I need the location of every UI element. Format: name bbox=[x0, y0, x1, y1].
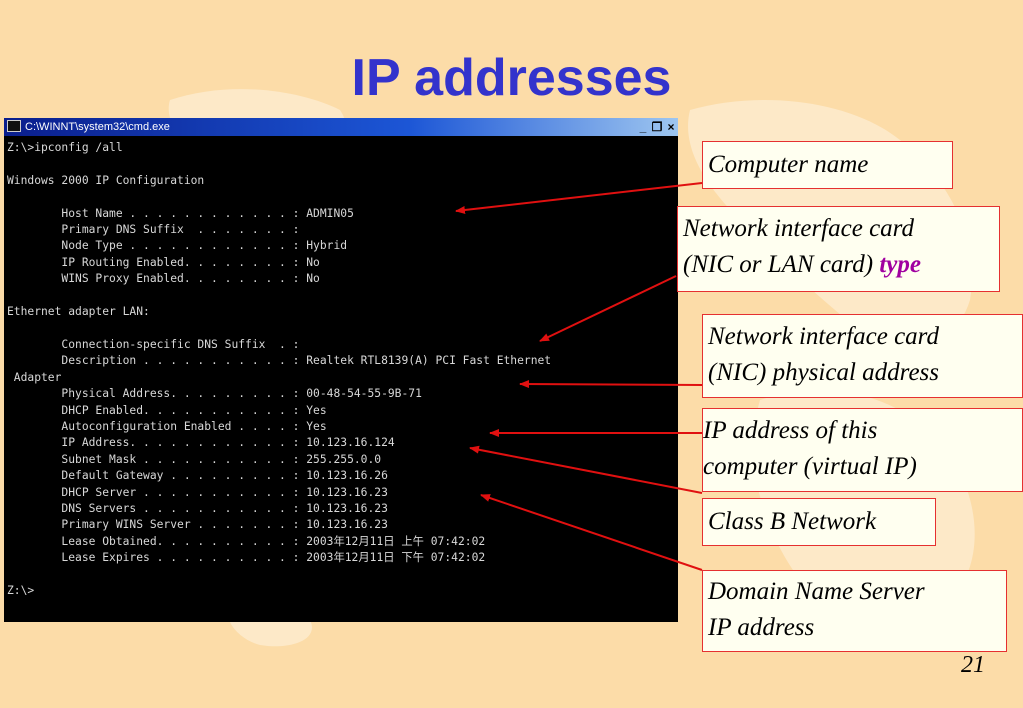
maximize-button[interactable]: ❐ bbox=[651, 120, 663, 134]
console-line: Physical Address. . . . . . . . . : 00-4… bbox=[7, 387, 422, 401]
arrow-dns bbox=[480, 494, 703, 571]
console-line: Host Name . . . . . . . . . . . . : ADMI… bbox=[7, 206, 354, 220]
console-line: DNS Servers . . . . . . . . . . . : 10.1… bbox=[7, 501, 388, 515]
console-line: Subnet Mask . . . . . . . . . . . : 255.… bbox=[7, 452, 382, 466]
callout-nic-type-emphasis: type bbox=[879, 251, 921, 278]
console-line: Connection-specific DNS Suffix . : bbox=[7, 337, 300, 351]
callout-ip-address: IP address of this computer (virtual IP) bbox=[702, 408, 1023, 492]
callout-dns-line1: Domain Name Server bbox=[708, 578, 925, 605]
arrow-class-b bbox=[469, 445, 703, 494]
slide-title: IP addresses bbox=[351, 49, 672, 107]
cmd-app-icon bbox=[7, 120, 21, 132]
callout-nic-physical: Network interface card (NIC) physical ad… bbox=[702, 314, 1023, 398]
console-line: Windows 2000 IP Configuration bbox=[7, 173, 205, 187]
callout-computer-name: Computer name bbox=[702, 141, 953, 189]
callout-computer-name-text: Computer name bbox=[708, 151, 869, 178]
console-line: Z:\>ipconfig /all bbox=[7, 141, 123, 154]
console-line: Lease Expires . . . . . . . . . . : 2003… bbox=[7, 551, 486, 565]
callout-ip-address-line2: computer (virtual IP) bbox=[703, 453, 917, 480]
arrow-nic-type bbox=[539, 275, 677, 342]
console-line: DHCP Enabled. . . . . . . . . . . : Yes bbox=[7, 403, 327, 417]
console-output[interactable]: Z:\>ipconfig /all Windows 2000 IP Config… bbox=[4, 140, 551, 599]
callout-nic-type: Network interface card (NIC or LAN card)… bbox=[677, 206, 1000, 292]
window-titlebar[interactable]: C:\WINNT\system32\cmd.exe _ ❐ × bbox=[4, 118, 678, 136]
arrow-nic-physical bbox=[519, 380, 703, 389]
callout-nic-type-line2: (NIC or LAN card) type bbox=[683, 247, 994, 283]
console-line: Node Type . . . . . . . . . . . . : Hybr… bbox=[7, 239, 348, 253]
close-button[interactable]: × bbox=[667, 120, 675, 134]
page-number: 21 bbox=[961, 652, 985, 678]
console-line: DHCP Server . . . . . . . . . . . : 10.1… bbox=[7, 485, 388, 499]
callout-class-b-text: Class B Network bbox=[708, 508, 877, 535]
callout-class-b: Class B Network bbox=[702, 498, 936, 546]
callout-nic-physical-line2: (NIC) physical address bbox=[708, 359, 939, 386]
callout-nic-type-line1: Network interface card bbox=[683, 215, 914, 242]
console-line: Z:\> bbox=[7, 583, 35, 597]
console-line: Lease Obtained. . . . . . . . . . : 2003… bbox=[7, 534, 486, 548]
window-title: C:\WINNT\system32\cmd.exe bbox=[25, 121, 170, 133]
console-line: IP Routing Enabled. . . . . . . . : No bbox=[7, 255, 320, 269]
minimize-button[interactable]: _ bbox=[639, 120, 647, 134]
console-line: Autoconfiguration Enabled . . . . : Yes bbox=[7, 419, 327, 433]
console-line: Ethernet adapter LAN: bbox=[7, 305, 150, 319]
callout-dns: Domain Name Server IP address bbox=[702, 570, 1007, 652]
callout-nic-physical-line1: Network interface card bbox=[708, 323, 939, 350]
console-line: Adapter bbox=[7, 370, 62, 384]
cmd-window[interactable]: C:\WINNT\system32\cmd.exe _ ❐ × Z:\>ipco… bbox=[4, 118, 678, 622]
console-line: IP Address. . . . . . . . . . . . : 10.1… bbox=[7, 436, 395, 450]
console-line: Default Gateway . . . . . . . . . : 10.1… bbox=[7, 469, 388, 483]
console-line: Description . . . . . . . . . . . : Real… bbox=[7, 354, 552, 368]
callout-nic-type-line2-text: (NIC or LAN card) bbox=[683, 251, 880, 278]
console-line: Primary WINS Server . . . . . . . : 10.1… bbox=[7, 518, 388, 532]
arrow-computer-name bbox=[455, 182, 703, 214]
vertical-scrollbar[interactable] bbox=[670, 136, 678, 622]
console-line: WINS Proxy Enabled. . . . . . . . : No bbox=[7, 272, 320, 286]
callout-ip-address-line1: IP address of this bbox=[703, 417, 878, 444]
console-line: Primary DNS Suffix . . . . . . . : bbox=[7, 223, 300, 237]
callout-dns-line2: IP address bbox=[708, 614, 815, 641]
